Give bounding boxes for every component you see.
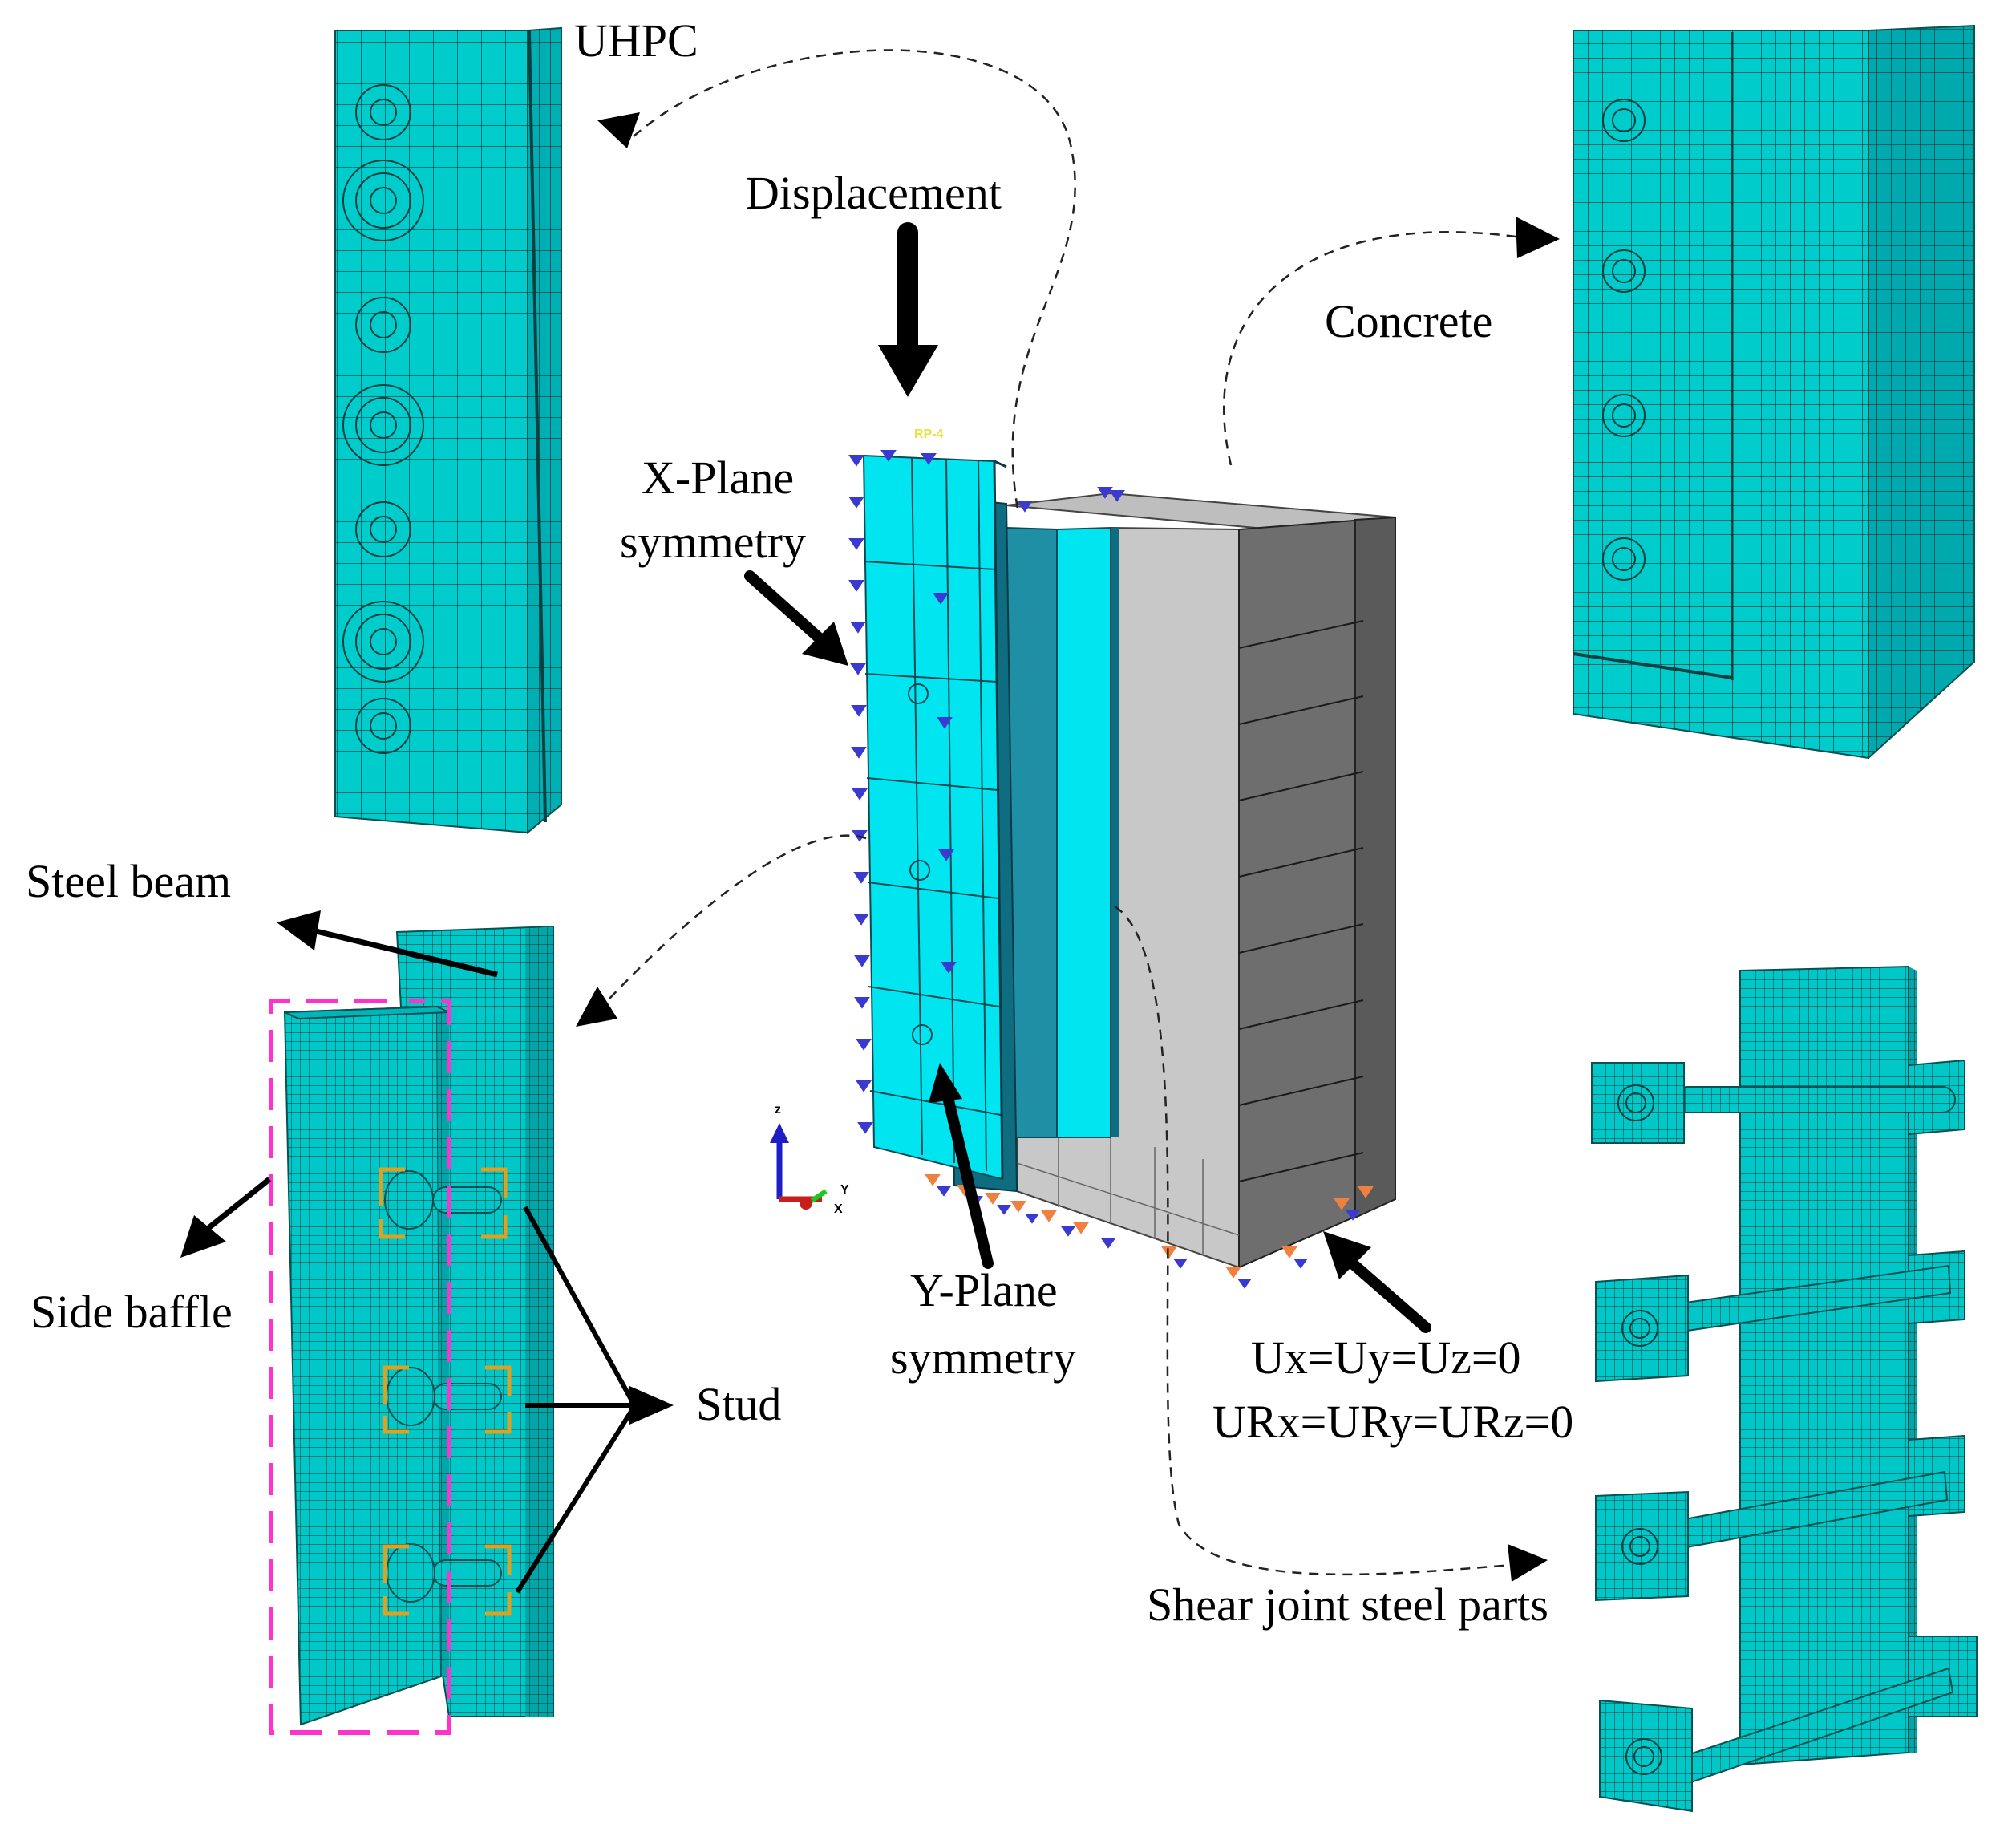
concrete-stud-holes [1602, 99, 1646, 581]
steel-beam-dashed-arrow-head [576, 987, 617, 1027]
label-uhpc: UHPC [574, 14, 698, 67]
label-x-plane: X-Plane [642, 452, 794, 504]
label-y-plane-symmetry: symmetry [890, 1332, 1076, 1384]
side-baffle-front [283, 1005, 443, 1726]
label-shear-joint-steel-parts: Shear joint steel parts [1147, 1579, 1548, 1631]
stud-highlight-brackets [379, 1167, 512, 1616]
side-baffle-side [437, 1007, 449, 1676]
concrete-arrow-head [1516, 217, 1560, 258]
axis-triad: z Y X [770, 1103, 849, 1216]
label-stud: Stud [696, 1378, 781, 1430]
uhpc-stud-holes [342, 84, 424, 754]
label-bc-rotation: URx=URy=URz=0 [1212, 1396, 1573, 1448]
axis-z-label: z [775, 1103, 781, 1117]
shear-stud-2 [1595, 1250, 1965, 1383]
shear-stud-4 [1599, 1636, 1978, 1813]
reference-point-label: RP-4 [914, 428, 944, 441]
label-side-baffle: Side baffle [30, 1286, 233, 1338]
steel-beam-arrow [312, 927, 498, 978]
studs [384, 1170, 502, 1603]
steel-beam-part [269, 925, 554, 1735]
top-constraints [880, 450, 1125, 974]
x-plane-constraints [848, 455, 873, 1134]
label-y-plane: Y-Plane [910, 1264, 1058, 1316]
y-plane-arrow [941, 1085, 994, 1269]
uhpc-front-grid [864, 456, 1002, 1172]
assembly-model: RP-4 [848, 428, 1396, 1289]
label-x-plane-symmetry: symmetry [620, 516, 806, 568]
label-concrete: Concrete [1325, 295, 1492, 347]
label-bc-displacement: Ux=Uy=Uz=0 [1251, 1332, 1521, 1384]
shear-plate-front [1056, 526, 1111, 1138]
axis-x-label: X [834, 1202, 843, 1216]
bc-arrow [1338, 1250, 1431, 1333]
side-baffle-outline [269, 999, 451, 1735]
shear-stud-rings [1617, 1084, 1662, 1775]
displacement-arrow-head [878, 345, 938, 397]
concrete-part [1573, 24, 1975, 760]
axis-y-label: Y [840, 1183, 849, 1197]
shear-stud-1 [1591, 1059, 1965, 1144]
shear-joint-steel-parts [1591, 965, 1978, 1813]
label-displacement: Displacement [746, 167, 1002, 219]
shear-parts-arrow-head [1508, 1544, 1548, 1582]
uhpc-part [334, 26, 562, 835]
dashed-connectors [609, 49, 1524, 1576]
uhpc-arrow-head [597, 112, 640, 148]
label-steel-beam: Steel beam [26, 855, 231, 907]
side-baffle-arrow [202, 1177, 272, 1234]
shear-stud-3 [1595, 1434, 1965, 1602]
stud-arrows [515, 1206, 636, 1594]
shear-studs [1591, 1059, 1978, 1813]
